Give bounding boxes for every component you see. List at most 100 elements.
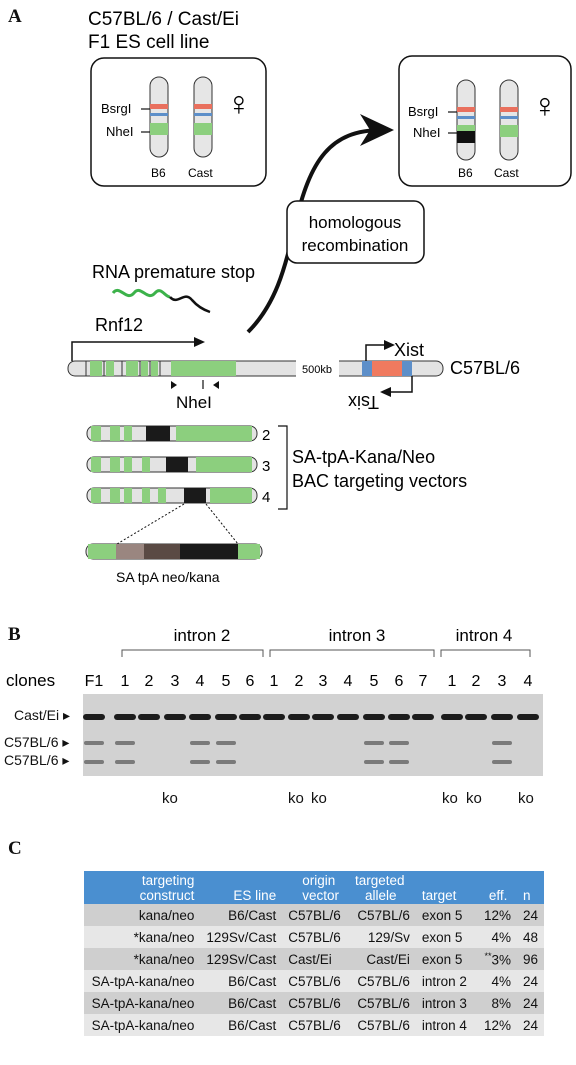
cell-n: 24 <box>516 1014 544 1036</box>
right-chromosome-box <box>398 55 572 187</box>
cell-allele: C57BL/6 <box>349 970 416 992</box>
group-label-intron-2: intron 2 <box>174 626 231 645</box>
cell-target: exon 5 <box>415 926 473 948</box>
cell-eff: **3% <box>472 948 517 970</box>
cell-value: 12% <box>483 907 511 923</box>
cell-value: *kana/neo <box>133 929 195 945</box>
cell-value: C57BL/6 <box>288 995 341 1011</box>
band-label-b6-1: C57BL/6 ▸ <box>4 734 70 750</box>
cell-construct: *kana/neo <box>84 926 201 948</box>
gel-band-cast <box>363 714 385 720</box>
cell-value: C57BL/6 <box>357 1017 410 1033</box>
cell-construct: kana/neo <box>84 904 201 926</box>
vectors-label-1: SA-tpA-Kana/Neo <box>292 447 435 467</box>
left-female-icon: ♀ <box>226 85 252 123</box>
band-label-b6-2: C57BL/6 ▸ <box>4 752 70 768</box>
cell-construct: SA-tpA-kana/neo <box>84 992 201 1014</box>
cell-value: 129Sv/Cast <box>206 929 277 945</box>
rna-premature-stop-label: RNA premature stop <box>92 262 255 282</box>
right-chrom-b6 <box>456 79 476 161</box>
cell-value: C57BL/6 <box>357 995 410 1011</box>
cell-value: B6/Cast <box>228 1017 277 1033</box>
hr-label-1: homologous <box>309 213 402 232</box>
group-label-intron-4: intron 4 <box>456 626 513 645</box>
cell-allele: Cast/Ei <box>349 948 416 970</box>
cell-value: 4% <box>491 929 511 945</box>
left-chrom-b6 <box>149 76 169 158</box>
rna-squiggle-green <box>111 288 171 299</box>
gel-band-cast <box>138 714 160 720</box>
cell-value: B6/Cast <box>228 973 277 989</box>
gel-band-cast <box>517 714 539 720</box>
cell-es-line: B6/Cast <box>200 992 283 1014</box>
cell-value: 24 <box>522 995 538 1011</box>
ko-mark: ko <box>311 790 327 807</box>
cell-value: 24 <box>522 907 538 923</box>
cell-eff: 12% <box>472 1014 517 1036</box>
cell-value: intron 2 <box>421 973 467 989</box>
lane-label: 6 <box>395 673 404 690</box>
cell-allele: C57BL/6 <box>349 1014 416 1036</box>
gel-band-b6 <box>364 760 384 764</box>
cassette-label: SA tpA neo/kana <box>116 569 220 585</box>
col-header-es-line: ES line <box>200 871 283 904</box>
gel-band-cast <box>491 714 513 720</box>
cell-origin: C57BL/6 <box>282 992 350 1014</box>
lane-label: 2 <box>145 673 154 690</box>
gel-band-cast <box>189 714 211 720</box>
right-nhei-label: NheI <box>413 125 440 140</box>
cell-value: C57BL/6 <box>288 907 341 923</box>
cell-value: C57BL/6 <box>288 973 341 989</box>
vector-4 <box>86 487 258 504</box>
gel-band-b6 <box>216 741 236 745</box>
cell-target: intron 3 <box>415 992 473 1014</box>
cell-n: 48 <box>516 926 544 948</box>
gel-band-b6 <box>389 741 409 745</box>
cell-value: B6/Cast <box>228 907 277 923</box>
cell-value: 12% <box>483 1017 511 1033</box>
panel-a-diagram: C57BL/6 / Cast/Ei F1 ES cell line BsrgI … <box>67 9 572 585</box>
cell-n: 24 <box>516 970 544 992</box>
right-bsrgi-label: BsrgI <box>408 104 438 119</box>
vector-4-number: 4 <box>262 489 270 506</box>
cell-value: Cast/Ei <box>366 951 410 967</box>
xist-label: Xist <box>394 340 424 360</box>
cell-value: 3% <box>491 952 511 968</box>
lane-label: 1 <box>270 673 279 690</box>
gel-band-b6 <box>364 741 384 745</box>
cell-value: SA-tpA-kana/neo <box>91 1017 195 1033</box>
band-label-cast: Cast/Ei ▸ <box>14 707 71 723</box>
left-chrom-cast <box>193 76 213 158</box>
panel-c-letter: C <box>8 838 22 859</box>
gel-band-cast <box>312 714 334 720</box>
gel-band-b6 <box>115 760 135 764</box>
cell-value: *kana/neo <box>133 951 195 967</box>
cell-target: intron 4 <box>415 1014 473 1036</box>
vector-3 <box>86 456 258 473</box>
right-b6-label: B6 <box>458 166 473 180</box>
lane-label: 3 <box>171 673 180 690</box>
ko-mark: ko <box>162 790 178 807</box>
cell-es-line: B6/Cast <box>200 970 283 992</box>
eff-note: ** <box>484 950 492 961</box>
gel-band-b6 <box>115 741 135 745</box>
lane-label: 2 <box>472 673 481 690</box>
gel-band-cast <box>337 714 359 720</box>
vector-2 <box>86 425 258 442</box>
cell-allele: C57BL/6 <box>349 992 416 1014</box>
chromosome-label: C57BL/6 <box>450 358 520 378</box>
cell-n: 24 <box>516 904 544 926</box>
cell-target: exon 5 <box>415 904 473 926</box>
nhei-marker-2 <box>213 381 219 389</box>
lane-label: 3 <box>498 673 507 690</box>
tsix-label: Tsix <box>348 392 379 412</box>
cell-origin: C57BL/6 <box>282 926 350 948</box>
left-nhei-label: NheI <box>106 124 133 139</box>
